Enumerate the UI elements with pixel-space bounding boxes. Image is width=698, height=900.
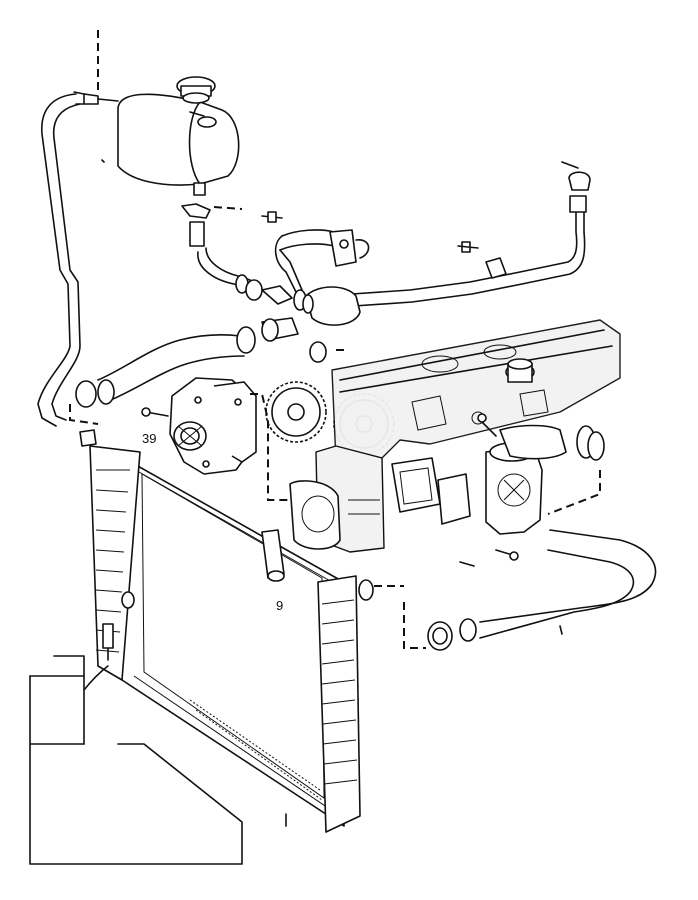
svg-text:39: 39 <box>142 431 156 446</box>
assembly-guide-lines <box>69 349 601 649</box>
heater-pipe[interactable] <box>261 211 370 301</box>
tank-bottom-nipple <box>181 182 243 219</box>
svg-text:9: 9 <box>276 598 283 613</box>
callout-lines <box>29 159 563 865</box>
water-pump[interactable] <box>141 377 257 475</box>
overflow-hose[interactable] <box>37 30 119 427</box>
radiator-top-bracket <box>261 529 285 582</box>
tank-lower-hose[interactable] <box>189 221 251 294</box>
thermostat-housing[interactable] <box>437 413 605 561</box>
label-9: 9 <box>276 598 283 613</box>
radiator-right-tank <box>317 575 374 833</box>
upper-radiator-hose[interactable] <box>75 317 327 408</box>
engine-block-front <box>289 445 441 553</box>
lower-radiator-hose[interactable] <box>427 529 657 651</box>
bypass-pipe[interactable] <box>299 161 591 311</box>
drain-tap <box>102 623 114 661</box>
cylinder-head <box>331 319 621 463</box>
expansion-tank[interactable] <box>117 93 240 186</box>
pipe-joint-hose[interactable] <box>245 279 361 326</box>
label-39: 39 <box>142 431 156 446</box>
expansion-tank-cap[interactable] <box>176 76 217 128</box>
camshaft-sprocket-left <box>265 381 327 443</box>
radiator-left-tank <box>79 429 141 681</box>
